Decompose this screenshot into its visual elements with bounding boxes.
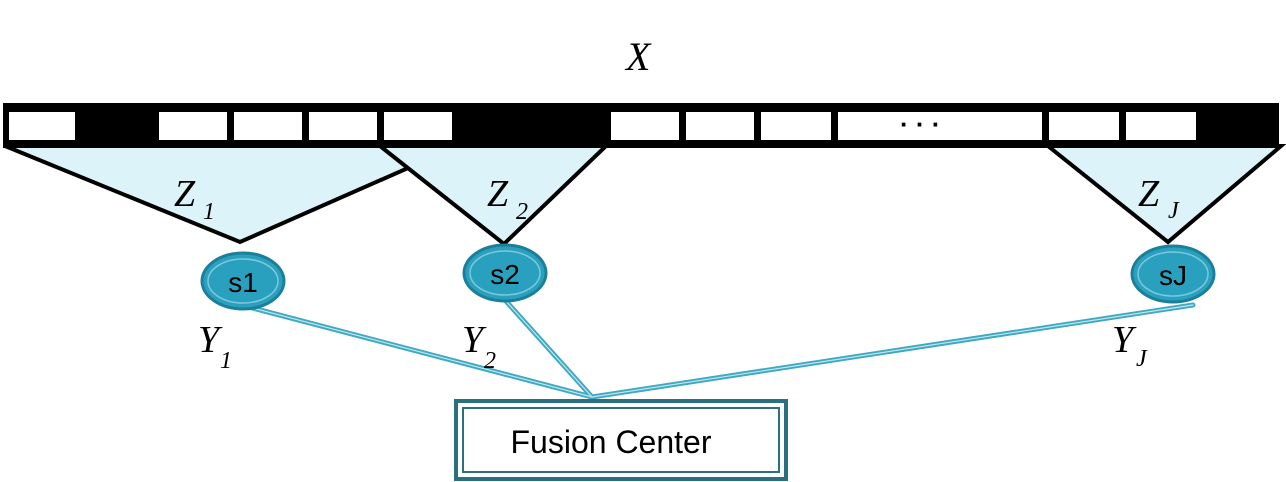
signal-bar: · · · xyxy=(3,103,1279,148)
signal-cell xyxy=(382,110,454,142)
sensor-sj-node xyxy=(1130,244,1216,304)
triangle-zj xyxy=(1042,144,1286,245)
sensor-s1-label: s1 xyxy=(228,267,258,298)
signal-cell xyxy=(1047,110,1121,142)
zj-label: Z xyxy=(1138,173,1160,215)
signal-cell-ellipsis xyxy=(836,110,1044,142)
z2-subscript: 2 xyxy=(516,199,528,225)
signal-cell xyxy=(157,110,229,142)
z1-label: Z xyxy=(174,173,196,215)
z1-subscript: 1 xyxy=(203,199,215,225)
sensor-s2-node xyxy=(462,243,548,303)
y1-label: Y xyxy=(198,319,223,361)
links-highlight xyxy=(244,299,1194,398)
z2-label: Z xyxy=(487,173,509,215)
sensor-sj: sJ xyxy=(1130,244,1216,304)
y2-subscript: 2 xyxy=(484,348,496,374)
y2-label: Y xyxy=(462,319,487,361)
sensor-s2-label: s2 xyxy=(490,259,520,290)
triangle-z1 xyxy=(4,144,459,245)
signal-cell xyxy=(232,110,304,142)
sensor-s1-node xyxy=(200,251,286,311)
signal-cell xyxy=(7,110,77,142)
zj-subscript: J xyxy=(1168,198,1180,224)
yj-subscript: J xyxy=(1136,346,1148,372)
signal-cell xyxy=(759,110,833,142)
fusion-center-label: Fusion Center xyxy=(511,424,712,460)
fusion-center-inner-border xyxy=(462,407,780,473)
sensor-s1: s1 xyxy=(200,251,286,311)
signal-cell xyxy=(684,110,756,142)
signal-cell xyxy=(307,110,379,142)
triangle-z2 xyxy=(374,144,611,247)
x-label: X xyxy=(624,34,652,79)
sensor-s2: s2 xyxy=(462,243,548,303)
ellipsis-text: · · · xyxy=(900,109,940,139)
yj-label: Y xyxy=(1112,319,1137,361)
sensor-sj-label: sJ xyxy=(1159,260,1187,291)
signal-cell xyxy=(609,110,681,142)
signal-cell xyxy=(1124,110,1198,142)
y1-subscript: 1 xyxy=(220,348,232,374)
links xyxy=(242,297,1196,400)
fusion-center: Fusion Center xyxy=(454,399,788,481)
